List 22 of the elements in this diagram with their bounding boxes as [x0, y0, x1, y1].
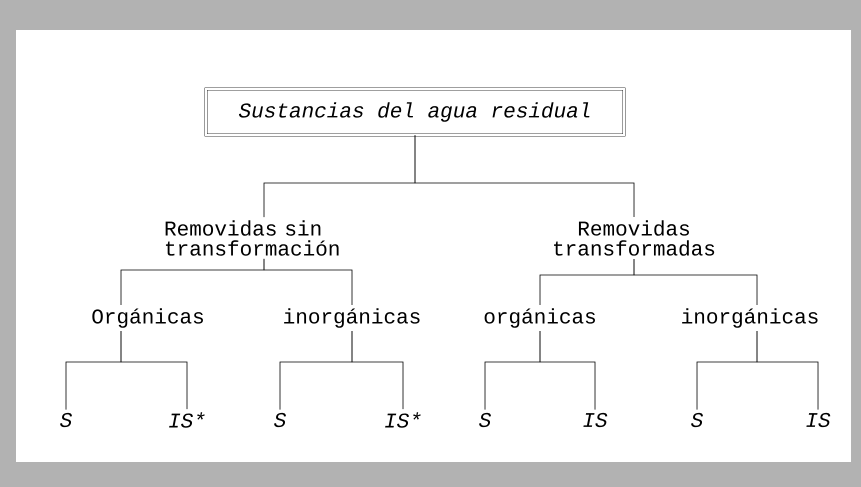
tree-connector: [414, 134, 634, 218]
category-label: orgánicas: [484, 308, 595, 328]
tree-connector: [634, 258, 758, 306]
leaf-label: IS*: [385, 412, 421, 428]
leaf-label: S: [479, 412, 491, 428]
title-box: Sustancias del agua residual: [204, 88, 626, 136]
tree-connector: [540, 330, 596, 410]
category-label: Orgánicas: [92, 308, 203, 328]
category-label: inorgánicas: [284, 308, 420, 328]
leaf-label: S: [691, 412, 703, 428]
tree-connector: [756, 330, 818, 410]
leaf-label: S: [60, 412, 72, 428]
leaf-label: S: [274, 412, 286, 428]
leaf-label: IS: [806, 412, 830, 428]
category-label: Removidas transformadas: [554, 220, 714, 256]
leaf-label: IS*: [169, 412, 205, 428]
category-label: Removidas sin transformación: [166, 220, 339, 256]
leaf-label: IS: [583, 412, 608, 428]
tree-connector: [264, 258, 352, 306]
category-label: inorgánicas: [682, 308, 818, 328]
tree-connector: [352, 330, 404, 410]
tree-connector: [120, 330, 188, 410]
